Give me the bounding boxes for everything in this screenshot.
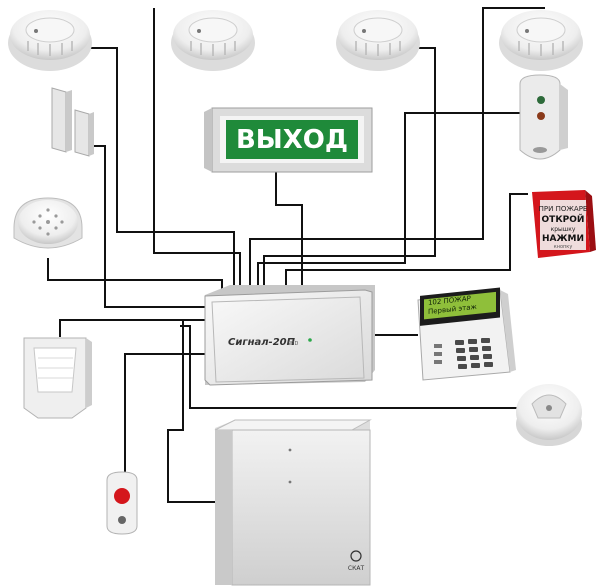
- wire-smoke-detector-3: [263, 47, 436, 290]
- wire-ceiling-detector: [180, 325, 518, 409]
- manual-call-point: ПРИ ПОЖАРЕ ОТКРОЙ крышку НАЖМИ кнопку: [532, 190, 596, 258]
- control-keypad: 102 ПОЖАР Первый этаж: [417, 287, 516, 381]
- wire-glass-break: [257, 112, 520, 290]
- power-supply-box: СКАТ: [214, 419, 372, 586]
- panic-button: [106, 471, 138, 535]
- wire-smoke-detector-4: [249, 7, 545, 290]
- controller-suffix: SMD: [287, 341, 298, 347]
- ceiling-motion-detector: [516, 384, 582, 446]
- wiring: [47, 7, 545, 503]
- wire-panic-button: [124, 353, 205, 478]
- smoke-detector-3: [336, 10, 420, 71]
- siren-sounder: [13, 197, 83, 249]
- call-point-line5: кнопку: [554, 244, 573, 250]
- exit-sign: ВЫХОД: [204, 107, 373, 173]
- wire-exit-sign: [275, 172, 303, 290]
- wire-call-point: [285, 193, 528, 290]
- pir-motion-detector: [23, 337, 92, 419]
- control-panel: Сигнал-20П SMD: [204, 285, 375, 386]
- wire-power-supply: [167, 320, 215, 503]
- wire-smoke-detector-2: [153, 8, 241, 290]
- wire-pir-detector: [59, 319, 205, 337]
- smoke-detector-2: [171, 10, 255, 71]
- call-point-line2: ОТКРОЙ: [542, 213, 585, 225]
- call-point-line1: ПРИ ПОЖАРЕ: [539, 205, 588, 213]
- smoke-detector-4: [499, 10, 583, 71]
- exit-sign-text: ВЫХОД: [236, 125, 348, 155]
- power-supply-brand: СКАТ: [348, 565, 365, 572]
- wire-smoke-detector-1: [65, 47, 235, 290]
- call-point-line3: крышку: [551, 226, 576, 233]
- glass-break-detector: [519, 74, 568, 160]
- wire-door-contact: [90, 145, 205, 308]
- door-contact-sensor: [51, 87, 94, 157]
- smoke-detector-1: [8, 10, 92, 71]
- wire-siren: [47, 258, 223, 290]
- controller-model: Сигнал-20П: [228, 337, 296, 348]
- call-point-line4: НАЖМИ: [542, 234, 584, 244]
